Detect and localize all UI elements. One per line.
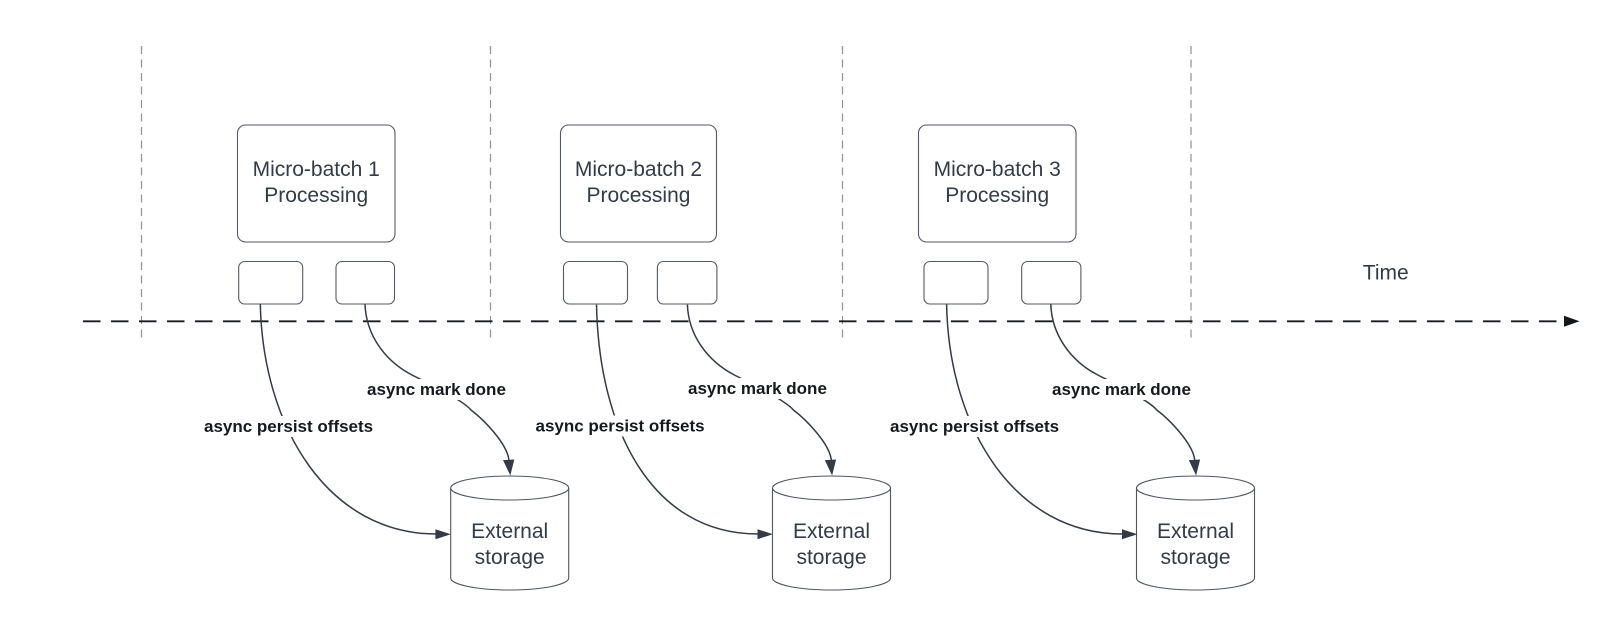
- svg-text:storage: storage: [1160, 546, 1230, 569]
- svg-text:storage: storage: [475, 546, 545, 569]
- svg-text:async persist offsets: async persist offsets: [536, 417, 705, 436]
- svg-text:storage: storage: [796, 546, 866, 569]
- svg-text:External: External: [1157, 520, 1234, 543]
- svg-text:Micro-batch 1: Micro-batch 1: [253, 158, 380, 181]
- svg-text:Processing: Processing: [587, 184, 691, 207]
- svg-text:Micro-batch 3: Micro-batch 3: [934, 158, 1061, 181]
- svg-text:async mark done: async mark done: [367, 380, 506, 399]
- svg-text:Processing: Processing: [945, 184, 1049, 207]
- svg-text:async persist offsets: async persist offsets: [204, 417, 373, 436]
- svg-text:async persist offsets: async persist offsets: [890, 417, 1059, 436]
- svg-text:Micro-batch 2: Micro-batch 2: [575, 158, 702, 181]
- svg-text:async mark done: async mark done: [688, 379, 827, 398]
- svg-text:External: External: [471, 520, 548, 543]
- svg-text:Time: Time: [1363, 262, 1409, 285]
- svg-text:async mark done: async mark done: [1052, 380, 1191, 399]
- svg-text:External: External: [793, 520, 870, 543]
- svg-text:Processing: Processing: [264, 184, 368, 207]
